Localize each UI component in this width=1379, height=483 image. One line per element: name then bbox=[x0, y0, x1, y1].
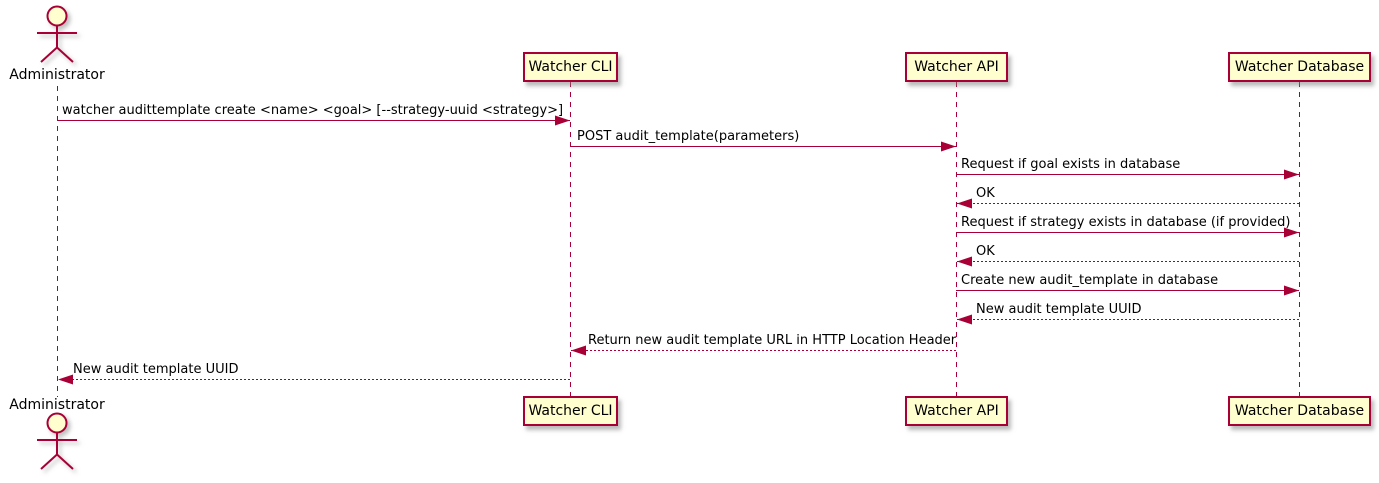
message-label-1: watcher audittemplate create <name> <goa… bbox=[62, 103, 564, 118]
participant-watcher-api-bottom: Watcher API bbox=[905, 396, 1008, 426]
participant-label: Watcher CLI bbox=[528, 403, 613, 419]
administrator-label-bottom: Administrator bbox=[9, 397, 105, 413]
message-label-4: OK bbox=[976, 186, 995, 201]
participant-watcher-db-bottom: Watcher Database bbox=[1228, 396, 1371, 426]
message-label-10: New audit template UUID bbox=[73, 362, 239, 377]
message-label-2: POST audit_template(parameters) bbox=[577, 129, 800, 144]
message-label-7: Create new audit_template in database bbox=[961, 273, 1219, 288]
message-label-5: Request if strategy exists in database (… bbox=[961, 215, 1291, 230]
participant-label: Watcher Database bbox=[1234, 403, 1365, 419]
participant-watcher-api-top: Watcher API bbox=[905, 52, 1008, 82]
administrator-actor-icon-bottom bbox=[37, 412, 77, 470]
administrator-label-top: Administrator bbox=[9, 67, 105, 83]
message-label-9: Return new audit template URL in HTTP Lo… bbox=[588, 333, 957, 348]
participant-label: Watcher API bbox=[914, 59, 999, 75]
message-label-8: New audit template UUID bbox=[976, 302, 1142, 317]
participant-watcher-cli-top: Watcher CLI bbox=[523, 52, 618, 82]
administrator-actor-icon bbox=[37, 5, 77, 63]
message-label-6: OK bbox=[976, 244, 995, 259]
participant-label: Watcher Database bbox=[1234, 59, 1365, 75]
participant-watcher-db-top: Watcher Database bbox=[1228, 52, 1371, 82]
participant-label: Watcher CLI bbox=[528, 59, 613, 75]
participant-label: Watcher API bbox=[914, 403, 999, 419]
message-label-3: Request if goal exists in database bbox=[961, 157, 1181, 172]
participant-watcher-cli-bottom: Watcher CLI bbox=[523, 396, 618, 426]
